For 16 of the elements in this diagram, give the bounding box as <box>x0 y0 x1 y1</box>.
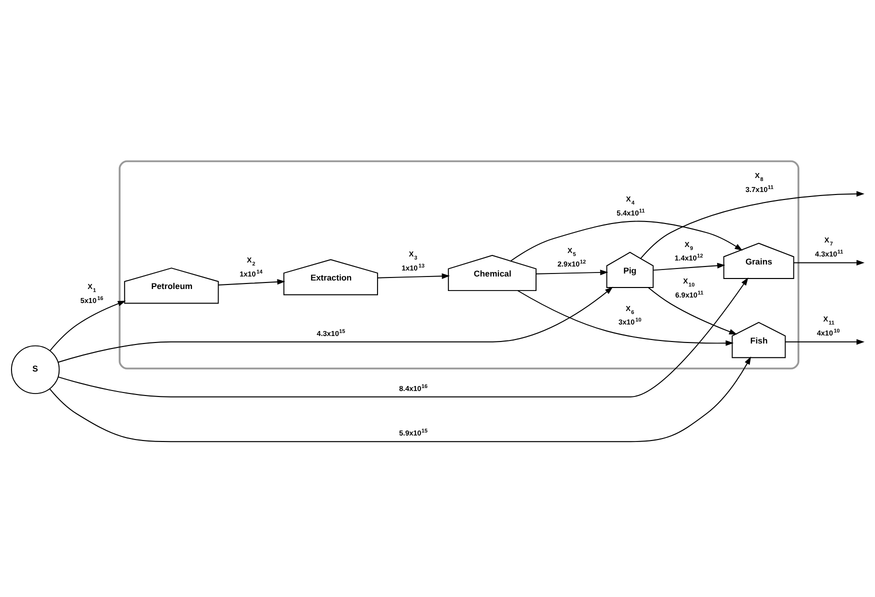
arrow <box>218 278 286 286</box>
cluster <box>118 160 800 369</box>
node-circle: S <box>11 344 60 394</box>
arrow <box>784 338 865 344</box>
arrow <box>510 220 743 261</box>
arrow <box>793 259 865 266</box>
arrow <box>377 272 450 278</box>
arrow <box>640 190 864 258</box>
arrow <box>50 300 126 351</box>
arrow <box>648 286 738 334</box>
arrow <box>49 356 752 442</box>
arrow <box>536 269 608 275</box>
arrow <box>517 290 734 346</box>
arrow <box>58 286 613 362</box>
arrow <box>652 262 726 270</box>
arrow <box>58 276 748 397</box>
